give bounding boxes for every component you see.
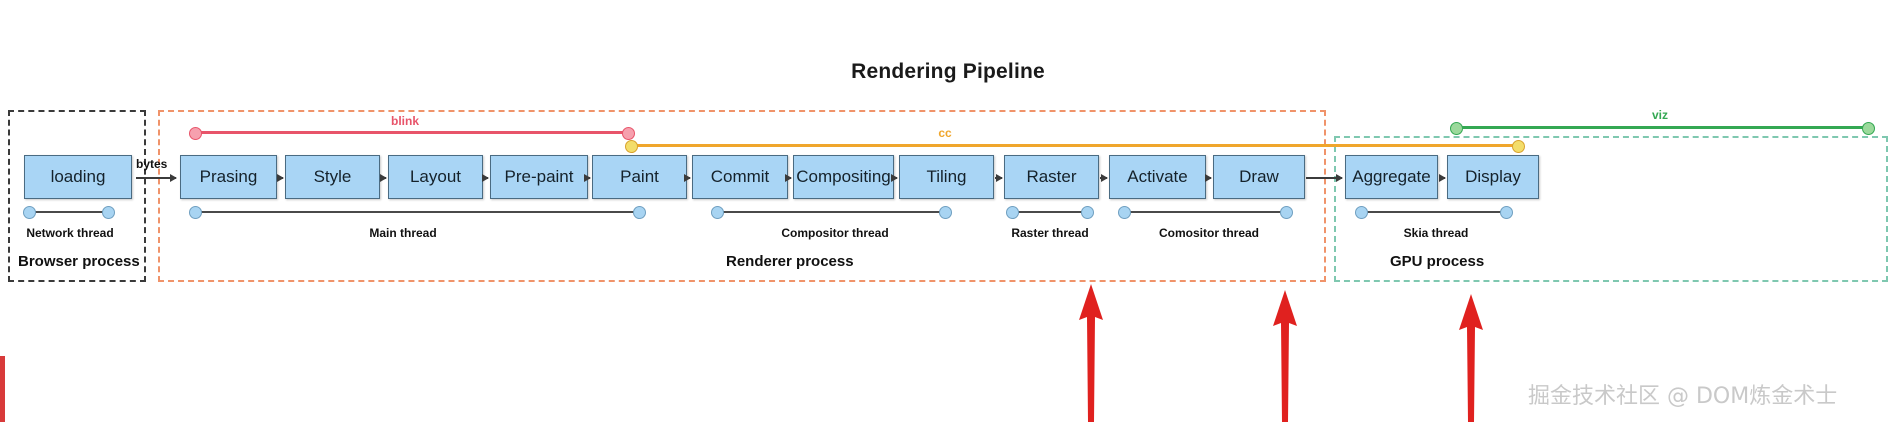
thread-label-raster: Raster thread (1011, 226, 1089, 240)
arrow-aggregate-to-display (1439, 174, 1446, 181)
annotation-arrow-2 (1273, 290, 1297, 422)
thread-dot-start (711, 206, 724, 219)
thread-dot-start (1118, 206, 1131, 219)
stage-activate[interactable]: Activate (1109, 155, 1206, 199)
phase-dot-blink-start (189, 126, 202, 140)
thread-label-main: Main thread (369, 226, 437, 240)
thread-label-compositor: Compositor thread (781, 226, 889, 240)
bytes-label: bytes (136, 157, 168, 171)
stage-paint[interactable]: Paint (592, 155, 687, 199)
arrow-draw-to-aggregate (1306, 174, 1343, 181)
process-label-browser: Browser process (18, 253, 140, 270)
stage-prasing[interactable]: Prasing (180, 155, 277, 199)
stage-compositing[interactable]: Compositing (793, 155, 894, 199)
stage-display[interactable]: Display (1447, 155, 1539, 199)
process-container-gpu (1334, 136, 1888, 282)
left-accent-bar (0, 356, 5, 422)
stage-aggregate[interactable]: Aggregate (1345, 155, 1438, 199)
thread-dot-start (23, 206, 36, 219)
thread-bar-comositor (1118, 206, 1293, 219)
thread-dot-start (189, 206, 202, 219)
thread-dot-end (1500, 206, 1513, 219)
arrow-style-to-layout (380, 174, 387, 181)
thread-bar-compositor (711, 206, 952, 219)
process-container-renderer (158, 110, 1326, 282)
thread-label-comositor: Comositor thread (1158, 226, 1259, 240)
phase-line-cc (625, 139, 1525, 153)
phase-label-blink: blink (390, 114, 419, 128)
thread-bar-skia (1355, 206, 1513, 219)
stage-loading[interactable]: loading (24, 155, 132, 199)
thread-dot-end (1081, 206, 1094, 219)
thread-dot-end (102, 206, 115, 219)
stage-pre-paint[interactable]: Pre-paint (490, 155, 588, 199)
arrow-activate-to-draw (1205, 174, 1212, 181)
phase-label-cc: cc (938, 126, 952, 140)
stage-commit[interactable]: Commit (692, 155, 788, 199)
arrow-pre-paint-to-paint (584, 174, 591, 181)
arrow-raster-to-activate (1100, 174, 1108, 181)
thread-dot-start (1355, 206, 1368, 219)
thread-bar-network (23, 206, 115, 219)
phase-line-viz (1450, 121, 1875, 135)
process-label-gpu: GPU process (1390, 253, 1485, 270)
arrow-loading-to-prasing (136, 174, 177, 181)
stage-tiling[interactable]: Tiling (899, 155, 994, 199)
thread-dot-start (1006, 206, 1019, 219)
arrow-compositing-to-tiling (891, 174, 898, 181)
thread-dot-end (1280, 206, 1293, 219)
phase-dot-viz-end (1862, 121, 1875, 135)
thread-bar-raster (1006, 206, 1094, 219)
thread-label-skia: Skia thread (1403, 226, 1469, 240)
page-title: Rendering Pipeline (851, 60, 1045, 83)
stage-style[interactable]: Style (285, 155, 380, 199)
arrow-commit-to-compositing (785, 174, 792, 181)
stage-raster[interactable]: Raster (1004, 155, 1099, 199)
annotation-arrow-1 (1079, 284, 1103, 422)
thread-label-network: Network thread (26, 226, 114, 240)
thread-bar-main (189, 206, 646, 219)
process-label-renderer: Renderer process (726, 253, 854, 270)
arrow-layout-to-pre-paint (482, 174, 489, 181)
phase-dot-cc-start (625, 139, 638, 153)
stage-layout[interactable]: Layout (388, 155, 483, 199)
phase-dot-blink-end (622, 126, 635, 140)
phase-line-blink (189, 126, 635, 140)
phase-label-viz: viz (1651, 108, 1668, 122)
watermark: 掘金技术社区 @ DOM炼金术士 (1528, 384, 1838, 409)
thread-dot-end (633, 206, 646, 219)
stage-draw[interactable]: Draw (1213, 155, 1305, 199)
phase-dot-cc-end (1512, 139, 1525, 153)
annotation-arrow-3 (1459, 294, 1483, 422)
phase-dot-viz-start (1450, 121, 1463, 135)
arrow-tiling-to-raster (995, 174, 1003, 181)
arrow-paint-to-commit (684, 174, 691, 181)
process-container-browser (8, 110, 146, 282)
arrow-prasing-to-style (277, 174, 284, 181)
thread-dot-end (939, 206, 952, 219)
